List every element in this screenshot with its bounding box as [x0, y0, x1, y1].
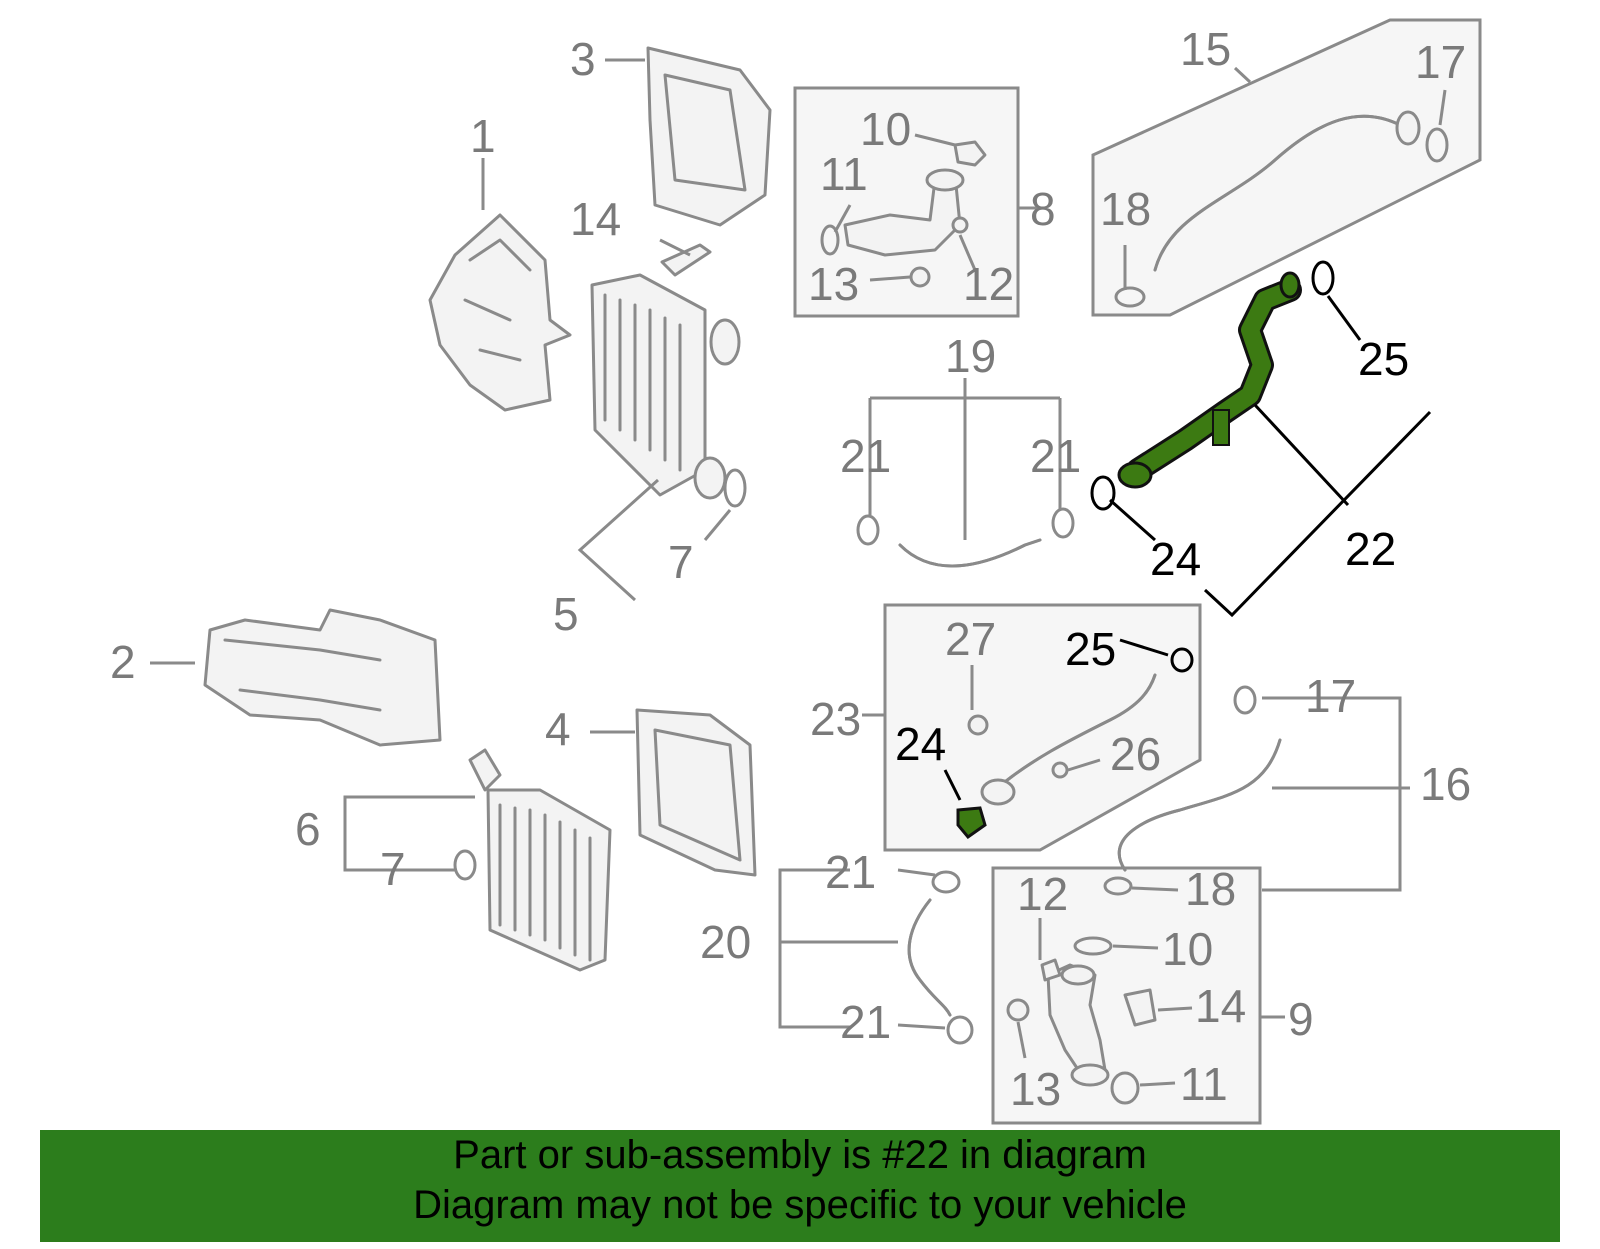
label-17b: 17 [1305, 670, 1356, 722]
label-19: 19 [945, 330, 996, 382]
part-14-bracket [660, 243, 712, 277]
part-22-top-flange [1279, 271, 1301, 299]
label-11b: 11 [1180, 1058, 1228, 1110]
part-5-intercooler [590, 273, 747, 508]
label-8: 8 [1030, 183, 1056, 235]
label-1: 1 [470, 110, 496, 162]
label-13a: 13 [808, 258, 859, 310]
label-5: 5 [553, 588, 579, 640]
label-17a: 17 [1415, 36, 1466, 88]
label-18a: 18 [1100, 183, 1151, 235]
label-9: 9 [1288, 993, 1314, 1045]
part-8-assembly [820, 140, 987, 288]
label-21d: 21 [840, 996, 891, 1048]
part-16-hose [1103, 685, 1282, 896]
label-27: 27 [945, 613, 996, 665]
part-9-assembly [1006, 936, 1157, 1105]
label-14b: 14 [1195, 980, 1246, 1032]
group-box-9 [991, 866, 1262, 1125]
part-3-frame [646, 46, 772, 227]
info-banner: Part or sub-assembly is #22 in diagram D… [40, 1130, 1560, 1242]
part-6-intercooler [453, 748, 612, 972]
label-25b: 25 [1065, 623, 1116, 675]
part-22-end-flange [1117, 461, 1153, 489]
banner-line-part: Part or sub-assembly is #22 in diagram [453, 1133, 1147, 1177]
part-2-duct [203, 608, 442, 747]
part-20-hose [907, 870, 974, 1045]
part-22-fill [1129, 281, 1299, 479]
part-25-ring [1311, 260, 1335, 296]
label-24a: 24 [1150, 533, 1201, 585]
label-21c: 21 [825, 846, 876, 898]
label-2: 2 [110, 636, 136, 688]
part-15-hose [1114, 110, 1449, 308]
label-4: 4 [545, 703, 571, 755]
part-1-duct [428, 213, 572, 412]
label-21a: 21 [840, 430, 891, 482]
label-13b: 13 [1010, 1063, 1061, 1115]
part-22-pipe [1090, 260, 1335, 511]
group-box-15 [1091, 18, 1482, 317]
label-18b: 18 [1185, 863, 1236, 915]
label-7a: 7 [668, 536, 694, 588]
label-20: 20 [700, 916, 751, 968]
part-4-frame [635, 708, 757, 877]
label-26: 26 [1110, 728, 1161, 780]
leader-lines [150, 58, 1447, 1087]
label-10a: 10 [860, 103, 911, 155]
label-22: 22 [1345, 523, 1396, 575]
group-box-23 [883, 603, 1202, 852]
label-11a: 11 [820, 148, 868, 200]
label-21b: 21 [1030, 430, 1081, 482]
label-25a: 25 [1358, 333, 1409, 385]
label-12a: 12 [963, 258, 1014, 310]
label-10b: 10 [1162, 923, 1213, 975]
part-23-assembly [956, 647, 1194, 840]
label-7b: 7 [380, 843, 406, 895]
label-3: 3 [570, 33, 596, 85]
label-6: 6 [295, 803, 321, 855]
part-24-seal [956, 806, 987, 840]
part-24-ring [1090, 475, 1116, 511]
part-labels: 1 2 3 4 5 6 7 7 8 9 10 10 11 11 12 12 13… [110, 23, 1471, 1115]
label-15: 15 [1180, 23, 1231, 75]
label-14a: 14 [570, 193, 621, 245]
label-16: 16 [1420, 758, 1471, 810]
label-12b: 12 [1017, 868, 1068, 920]
banner-line-disclaimer: Diagram may not be specific to your vehi… [413, 1183, 1187, 1227]
label-24b: 24 [895, 718, 946, 770]
label-23: 23 [810, 693, 861, 745]
part-19-hose [856, 507, 1075, 568]
